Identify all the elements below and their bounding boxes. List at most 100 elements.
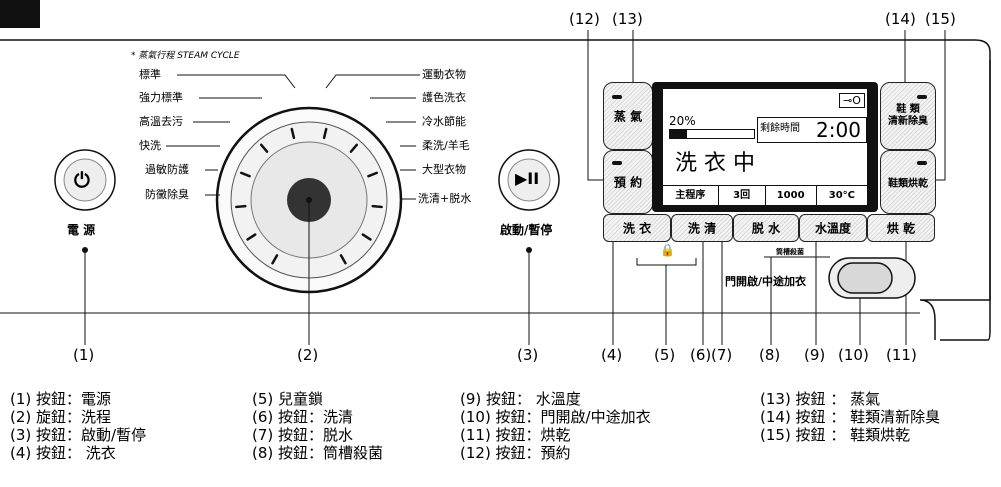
remaining-time-label: 剩餘時間 (760, 123, 800, 134)
delay-button-label: 預 約 (613, 175, 643, 190)
child-lock-icon: 🔒 (660, 243, 675, 257)
delay-indicator (612, 161, 622, 165)
info-cell-rinse-count: 3回 (719, 186, 766, 206)
dial-tick (339, 254, 347, 265)
callout-10: (10) (838, 346, 869, 364)
water-temp-button[interactable]: 水溫度 (799, 214, 867, 242)
dial-tick (271, 254, 279, 265)
steam-button[interactable]: 蒸 氣 (603, 82, 653, 150)
shoe-refresh-button[interactable]: 鞋 類 清新除臭 (880, 82, 936, 150)
key-icon: ⊸O (839, 93, 865, 108)
water-temp-button-label: 水溫度 (814, 221, 851, 236)
start-pause-label: 啟動/暫停 (500, 223, 553, 237)
legend-item: (10) 按鈕：門開啟/中途加衣 (460, 408, 651, 426)
dial-tick (361, 233, 372, 241)
info-row: 主程序 3回 1000 30°C (663, 185, 867, 206)
info-cell-spin-speed: 1000 (766, 186, 817, 206)
dial-program-hot: 高溫去污 (139, 115, 183, 128)
steam-button-label: 蒸 氣 (613, 109, 643, 124)
legend-item: (9) 按鈕： 水溫度 (460, 390, 581, 408)
callout-6: (6) (690, 346, 712, 364)
legend-item: (4) 按鈕： 洗衣 (10, 444, 116, 462)
legend-item: (1) 按鈕：電源 (10, 390, 112, 408)
dial-tick (371, 204, 383, 209)
start-ring (498, 149, 560, 211)
power-label: 電 源 (67, 223, 96, 237)
callout-14: (14) (885, 10, 916, 28)
door-add-label: 門開啟/中途加衣 (725, 275, 807, 288)
legend-item: (11) 按鈕：烘乾 (460, 426, 571, 444)
dial-program-wool: 柔洗/羊毛 (422, 139, 470, 152)
dial-program-color: 護色洗衣 (422, 91, 466, 104)
info-cell-program: 主程序 (663, 186, 719, 206)
wash-button-label: 洗 衣 (622, 221, 652, 236)
callout-1: (1) (73, 346, 95, 364)
progress-percent: 20% (669, 114, 696, 128)
shoe-dry-label: 鞋類烘乾 (888, 178, 928, 190)
legend-item: (2) 旋鈕：洗程 (10, 408, 112, 426)
progress-fill (670, 130, 687, 138)
callout-12: (12) (569, 10, 600, 28)
lcd-screen: ⊸O 20% 剩餘時間 2:00 洗 衣 中 主程序 3回 1000 30°C (662, 88, 868, 206)
shoe-dry-button[interactable]: 鞋類烘乾 (880, 150, 936, 214)
dial-tick (239, 171, 251, 178)
play-pause-icon[interactable]: ▶II (515, 169, 540, 188)
dial-program-allergy: 過敏防護 (145, 163, 189, 176)
door-button (837, 262, 893, 294)
remaining-time-box: 剩餘時間 2:00 (757, 117, 867, 143)
dial-tick (259, 143, 269, 153)
panel-right-edge (940, 60, 991, 341)
dial-tick (246, 233, 257, 241)
power-ring-inner (63, 158, 107, 202)
power-icon[interactable]: ⏻ (74, 168, 90, 192)
dial-tick (367, 171, 379, 178)
shoe-dry-indicator (917, 161, 927, 165)
shoe-refresh-label: 鞋 類 清新除臭 (888, 104, 928, 127)
dial-program-standard: 標準 (139, 68, 161, 81)
legend-item: (3) 按鈕：啟動/暫停 (10, 426, 147, 444)
corner-badge (0, 0, 40, 28)
lcd-frame: ⊸O 20% 剩餘時間 2:00 洗 衣 中 主程序 3回 1000 30°C (652, 82, 878, 212)
spin-button-label: 脱 水 (751, 221, 781, 236)
callout-9: (9) (804, 346, 826, 364)
rinse-button-label: 洗 清 (687, 221, 717, 236)
callout-3: (3) (517, 346, 539, 364)
legend-item: (14) 按鈕 ： 鞋類清新除臭 (760, 408, 941, 426)
dial-tick (322, 127, 328, 140)
dial-program-strong: 強力標準 (139, 91, 183, 104)
dry-button[interactable]: 烘 乾 (867, 214, 935, 242)
callout-2: (2) (297, 346, 319, 364)
start-ring-inner (507, 158, 551, 202)
tub-clean-label: 筒槽殺菌 (776, 248, 804, 256)
dial-tick (349, 143, 359, 153)
callout-15: (15) (925, 10, 956, 28)
legend-column-1: (1) 按鈕：電源 (2) 旋鈕：洗程 (3) 按鈕：啟動/暫停 (4) 按鈕：… (10, 390, 146, 462)
legend-item: (5) 兒童鎖 (252, 390, 324, 408)
power-ring (54, 149, 116, 211)
dial-program-rinse-spin: 洗清+脱水 (418, 192, 472, 205)
wash-button[interactable]: 洗 衣 (603, 214, 671, 242)
dial-program-bulky: 大型衣物 (422, 163, 466, 176)
legend-item: (12) 按鈕：預約 (460, 444, 571, 462)
info-cell-temperature: 30°C (828, 190, 855, 201)
shoe-refresh-indicator (917, 95, 927, 99)
callout-8: (8) (759, 346, 781, 364)
dial-program-cold: 冷水節能 (422, 115, 466, 128)
callout-13: (13) (612, 10, 643, 28)
dial-program-quick: 快洗 (139, 139, 161, 152)
remaining-time-value: 2:00 (816, 118, 861, 142)
delay-button[interactable]: 預 約 (603, 150, 653, 214)
legend-column-3: (9) 按鈕： 水溫度 (10) 按鈕：門開啟/中途加衣 (11) 按鈕：烘乾 … (460, 390, 651, 462)
steam-cycle-title: * 蒸氣行程 STEAM CYCLE (131, 51, 240, 61)
legend-column-4: (13) 按鈕 ： 蒸氣 (14) 按鈕 ： 鞋類清新除臭 (15) 按鈕 ： … (760, 390, 940, 444)
legend-item: (6) 按鈕：洗清 (252, 408, 354, 426)
steam-indicator (612, 95, 622, 99)
rinse-button[interactable]: 洗 清 (671, 214, 733, 242)
dial-tick (290, 127, 296, 140)
callout-5: (5) (654, 346, 676, 364)
spin-button[interactable]: 脱 水 (733, 214, 799, 242)
dial-tick (235, 204, 247, 209)
dial-program-anti-mite: 防黴除臭 (145, 188, 189, 201)
